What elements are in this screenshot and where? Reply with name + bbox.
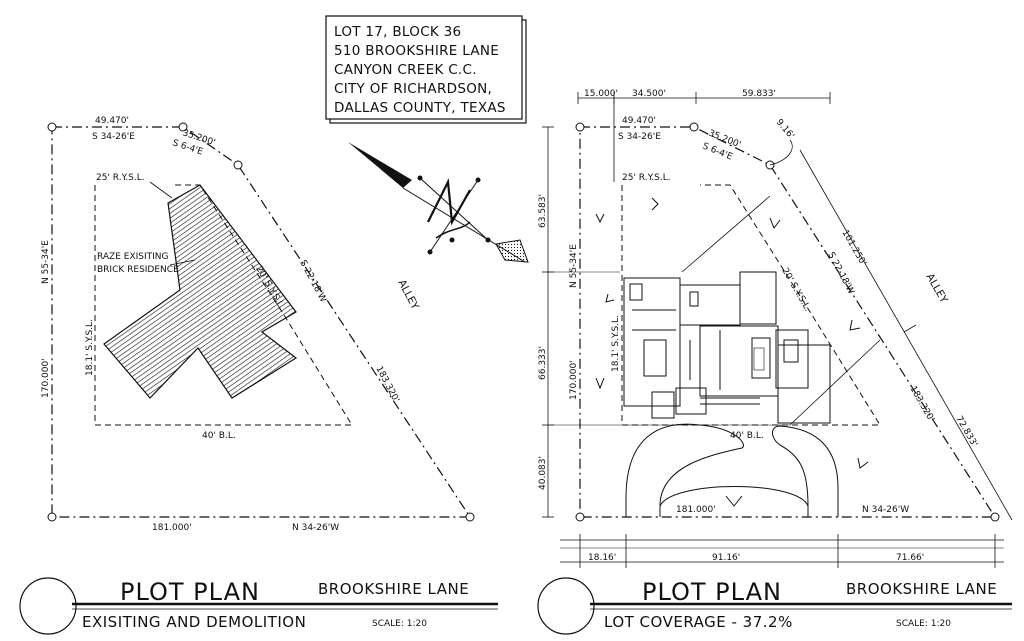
dimension-label: 63.583' (538, 194, 548, 228)
dimension-label: 34.500' (632, 89, 666, 99)
setback-label: 18.1' S.Y.S.L. (611, 315, 621, 372)
bearing-label: S 34-26'E (92, 132, 135, 142)
dimension-label: 181.000' (152, 523, 192, 533)
plan-title: PLOT PLAN (120, 578, 260, 606)
lot-info-line: DALLAS COUNTY, TEXAS (334, 100, 506, 116)
bearing-label: S 22-18'W (825, 251, 856, 296)
north-arrow-icon (348, 142, 529, 263)
bearing-label: N 55-34'E (569, 244, 579, 288)
lot-info-line: CITY OF RICHARDSON, (334, 81, 492, 97)
property-line (579, 126, 997, 518)
scale-label: SCALE: 1:20 (372, 619, 427, 629)
setback-label: 25' R.Y.S.L. (622, 173, 671, 183)
dimension-label: 170.000' (569, 360, 579, 400)
dimension-label: 72.833' (953, 415, 979, 449)
demolition-note: BRICK RESIDENCE (97, 265, 179, 275)
setback-label: 18.1' S.Y.S.L. (85, 319, 95, 376)
right-title-block: PLOT PLAN BROOKSHIRE LANE LOT COVERAGE -… (537, 577, 1012, 635)
dimension-label: 66.333' (538, 346, 548, 380)
dimension-label: 91.16' (712, 553, 740, 563)
dimension-label: 71.66' (896, 553, 924, 563)
plan-title: PLOT PLAN (642, 578, 782, 606)
dimension-label: 101.250' (839, 229, 868, 268)
lot-info-box: LOT 17, BLOCK 36 510 BROOKSHIRE LANE CAN… (325, 15, 527, 124)
street-label: BROOKSHIRE LANE (846, 580, 997, 598)
scale-label: SCALE: 1:20 (896, 619, 951, 629)
left-title-block: PLOT PLAN BROOKSHIRE LANE EXISITING AND … (19, 577, 498, 635)
dimension-label: 40.083' (538, 456, 548, 490)
plan-subtitle: LOT COVERAGE - 37.2% (604, 613, 793, 631)
bearing-label: N 34-26'W (862, 505, 909, 515)
demolition-note: RAZE EXISITING (97, 252, 169, 262)
setback-line (94, 184, 353, 426)
property-line (51, 126, 472, 518)
dimension-label: 15.000' (584, 89, 618, 99)
dimension-label: 59.833' (742, 89, 776, 99)
right-plot-plan: 15.000' 34.500' 59.833' 9.16' 63.583' 66… (538, 89, 1013, 568)
plan-subtitle: EXISITING AND DEMOLITION (82, 613, 306, 631)
dimension-label: 170.000' (41, 358, 51, 398)
setback-line (621, 184, 881, 426)
setback-label: 40' B.L. (730, 431, 764, 441)
proposed-residence (623, 271, 831, 424)
alley-label: ALLEY (395, 278, 421, 312)
alley-label: ALLEY (923, 272, 950, 306)
setback-label: 40' B.L. (202, 431, 236, 441)
setback-label: 25' R.Y.S.L. (96, 173, 145, 183)
existing-residence (103, 184, 298, 399)
dimension-label: 181.000' (676, 505, 716, 515)
lot-info-line: 510 BROOKSHIRE LANE (334, 43, 499, 59)
dimension-label: 49.470' (622, 116, 656, 126)
dimension-label: 9.16' (774, 118, 796, 142)
street-label: BROOKSHIRE LANE (318, 580, 469, 598)
setback-label: 20' S.Y.S.L. (779, 267, 812, 314)
bearing-label: N 34-26'W (292, 523, 339, 533)
dimension-label: 183.320' (373, 365, 400, 405)
driveway (625, 423, 744, 517)
bearing-label: S 22-18'W (297, 259, 328, 304)
dimension-label: 183.320' (907, 385, 936, 424)
bearing-label: S 34-26'E (618, 132, 661, 142)
lot-info-line: CANYON CREEK C.C. (334, 62, 477, 78)
drainage-arrow-icon (595, 197, 869, 507)
dimension-label: 49.470' (95, 116, 129, 126)
dimension-label: 18.16' (588, 553, 616, 563)
bearing-label: N 55-34'E (41, 240, 51, 284)
lot-info-line: LOT 17, BLOCK 36 (334, 24, 461, 40)
